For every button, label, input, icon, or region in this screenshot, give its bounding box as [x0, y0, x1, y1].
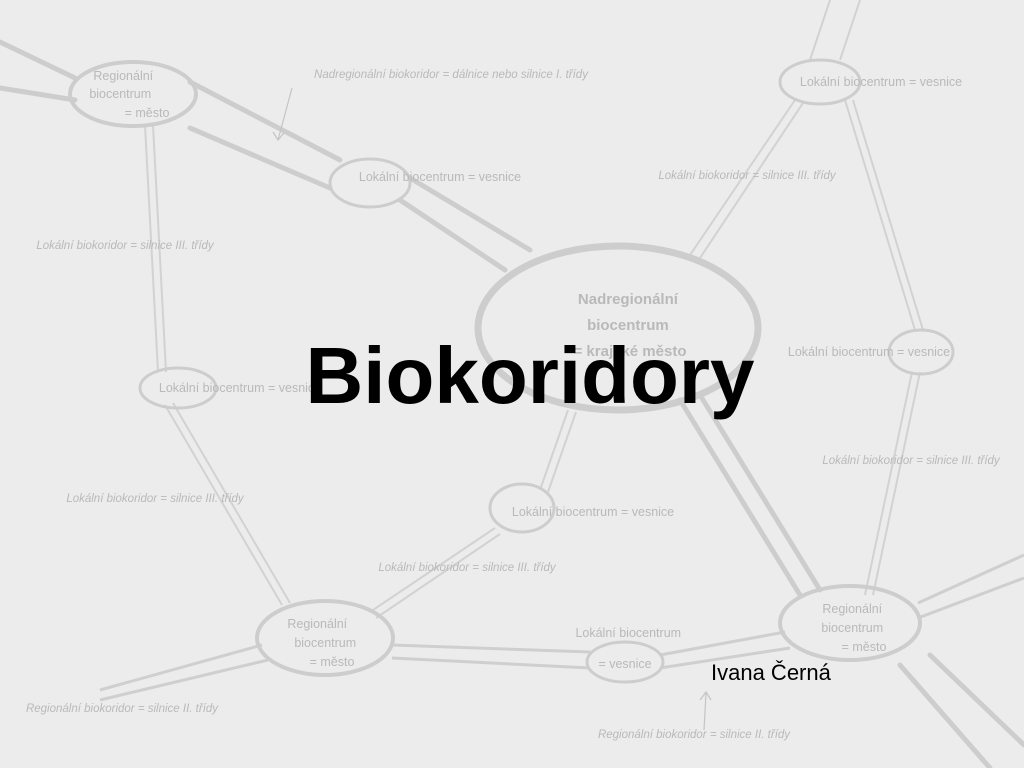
- local-corridors: [144, 0, 924, 619]
- node-regional-top-left: Regionální biocentrum = město: [89, 69, 169, 120]
- node-regional-bottom-right: Regionální biocentrum = město: [821, 602, 886, 654]
- node-local-left: Lokální biocentrum = vesnice: [159, 381, 321, 395]
- corridor-label-supraregional-top: Nadregionální biokoridor = dálnice nebo …: [314, 69, 589, 81]
- slide-author: Ivana Černá: [711, 660, 831, 685]
- corridor-label-local-lower-center: Lokální biokoridor = silnice III. třídy: [378, 562, 557, 574]
- node-local-center-lower: Lokální biocentrum = vesnice: [512, 505, 674, 519]
- regional-corridors: [99, 553, 1024, 702]
- biocentrum-nodes: [68, 58, 955, 684]
- node-supraregional-center: Nadregionální biocentrum = krajské město: [574, 291, 687, 360]
- node-local-right: Lokální biocentrum = vesnice: [788, 345, 950, 359]
- corridor-label-regional-bottom-left: Regionální biokoridor = silnice II. tříd…: [26, 703, 219, 715]
- node-local-top-right: Lokální biocentrum = vesnice: [800, 75, 962, 89]
- corridor-label-local-middle-left: Lokální biokoridor = silnice III. třídy: [66, 493, 245, 505]
- node-regional-bottom-left: Regionální biocentrum = město: [287, 617, 359, 669]
- slide-title: Biokoridory: [305, 331, 755, 420]
- supraregional-corridor: [0, 39, 1024, 768]
- corridor-label-local-upper-right: Lokální biokoridor = silnice III. třídy: [658, 170, 837, 182]
- pointer-arrows: [272, 87, 712, 731]
- corridor-label-local-middle-right: Lokální biokoridor = silnice III. třídy: [822, 455, 1001, 467]
- node-local-top-center: Lokální biocentrum = vesnice: [359, 170, 521, 184]
- corridor-label-local-upper-left: Lokální biokoridor = silnice III. třídy: [36, 240, 215, 252]
- node-local-bottom-center: Lokální biocentrum = vesnice: [575, 626, 684, 671]
- corridor-label-regional-bottom-right: Regionální biokoridor = silnice II. tříd…: [598, 729, 791, 741]
